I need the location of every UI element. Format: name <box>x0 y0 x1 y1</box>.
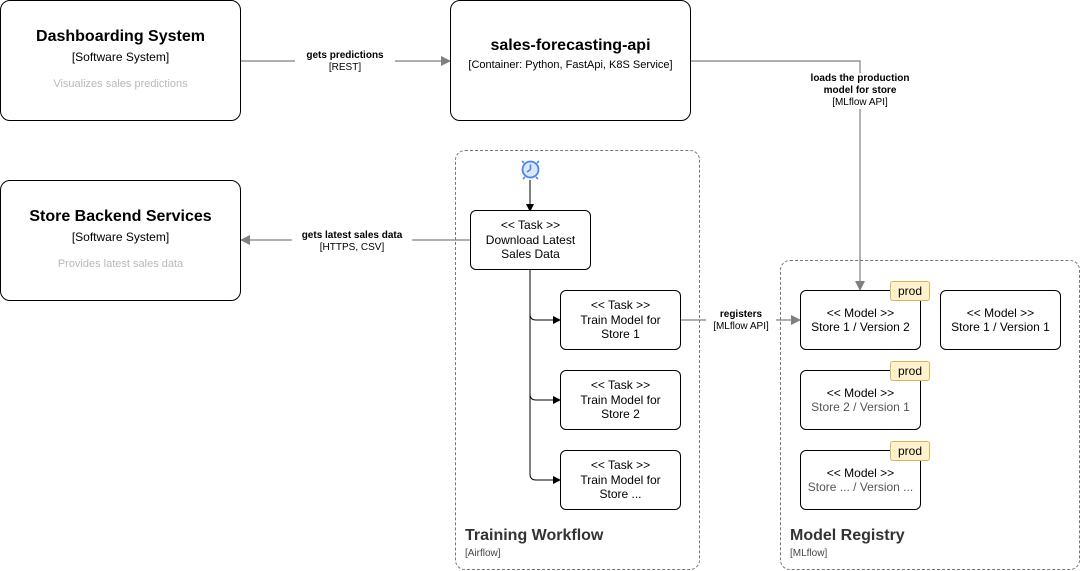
edge-label-predictions-tech: [REST] <box>328 62 362 73</box>
task-label-line2: Store ... <box>599 487 642 502</box>
model-store-2-version-1[interactable]: << Model >> Store 2 / Version 1 <box>800 370 921 430</box>
task-stereotype: << Task >> <box>500 218 561 233</box>
backend-type: [Software System] <box>71 230 170 244</box>
edge-label-registers-text: registers <box>719 309 763 320</box>
task-stereotype: << Task >> <box>590 378 651 393</box>
task-label-line2: Store 2 <box>601 407 640 422</box>
model-name: Store 1 / Version 2 <box>811 320 910 334</box>
task-label-line2: Store 1 <box>601 327 640 342</box>
model-stereotype: << Model >> <box>826 305 895 320</box>
task-train-model-store-n[interactable]: << Task >> Train Model for Store ... <box>560 450 681 510</box>
task-label-line2: Sales Data <box>501 247 560 262</box>
task-label-line1: Train Model for <box>580 312 661 327</box>
model-store-1-version-1[interactable]: << Model >> Store 1 / Version 1 <box>940 290 1061 350</box>
training-workflow-type: [Airflow] <box>465 548 501 559</box>
sales-forecasting-api[interactable]: sales-forecasting-api [Container: Python… <box>450 0 691 121</box>
model-stereotype: << Model >> <box>826 465 895 480</box>
dashboarding-system[interactable]: Dashboarding System [Software System] Vi… <box>0 0 241 121</box>
prod-badge: prod <box>890 441 930 461</box>
task-label-line1: Train Model for <box>580 472 661 487</box>
task-label-line1: Train Model for <box>580 392 661 407</box>
edge-label-loads-line2: model for store <box>823 85 897 96</box>
task-train-model-store-2[interactable]: << Task >> Train Model for Store 2 <box>560 370 681 430</box>
edge-label-loads-tech: [MLflow API] <box>832 97 888 108</box>
prod-badge: prod <box>890 361 930 381</box>
task-download-latest-sales-data[interactable]: << Task >> Download Latest Sales Data <box>470 210 591 270</box>
edge-label-predictions: gets predictions [REST] <box>295 50 395 74</box>
edge-label-registers: registers [MLflow API] <box>706 309 776 333</box>
edge-label-predictions-text: gets predictions <box>306 50 384 61</box>
task-train-model-store-1[interactable]: << Task >> Train Model for Store 1 <box>560 290 681 350</box>
backend-title: Store Backend Services <box>29 208 212 225</box>
task-stereotype: << Task >> <box>590 458 651 473</box>
edge-download-to-task-3 <box>529 394 561 484</box>
edge-label-loads-line1: loads the production <box>810 73 910 84</box>
edge-label-sales-text: gets latest sales data <box>301 230 403 241</box>
edge-label-registers-tech: [MLflow API] <box>713 321 769 332</box>
training-workflow-title: Training Workflow <box>465 527 604 544</box>
model-name: Store 2 / Version 1 <box>811 400 910 414</box>
model-registry-type: [MLflow] <box>790 548 828 559</box>
dashboarding-description: Visualizes sales predictions <box>53 78 188 90</box>
backend-description: Provides latest sales data <box>57 258 184 270</box>
store-backend-services[interactable]: Store Backend Services [Software System]… <box>0 180 241 301</box>
prod-badge: prod <box>890 281 930 301</box>
edge-label-sales-tech: [HTTPS, CSV] <box>319 242 385 253</box>
model-stereotype: << Model >> <box>966 305 1035 320</box>
dashboarding-title: Dashboarding System <box>36 28 205 45</box>
clock-icon <box>521 160 540 180</box>
model-registry-group <box>780 260 1080 570</box>
dashboarding-type: [Software System] <box>71 50 170 64</box>
model-stereotype: << Model >> <box>826 385 895 400</box>
model-registry-title: Model Registry <box>790 527 905 544</box>
task-stereotype: << Task >> <box>590 298 651 313</box>
model-name: Store ... / Version ... <box>807 480 914 494</box>
api-type: [Container: Python, FastApi, K8S Service… <box>468 59 673 71</box>
api-title: sales-forecasting-api <box>490 37 651 54</box>
edge-loads-production-model <box>691 60 865 291</box>
edge-label-sales: gets latest sales data [HTTPS, CSV] <box>292 230 412 254</box>
model-store-1-version-2[interactable]: << Model >> Store 1 / Version 2 <box>800 290 921 350</box>
task-label-line1: Download Latest <box>485 232 576 247</box>
model-name: Store 1 / Version 1 <box>951 320 1050 334</box>
training-workflow-group <box>455 150 700 570</box>
edge-label-loads: loads the production model for store [ML… <box>800 73 920 109</box>
